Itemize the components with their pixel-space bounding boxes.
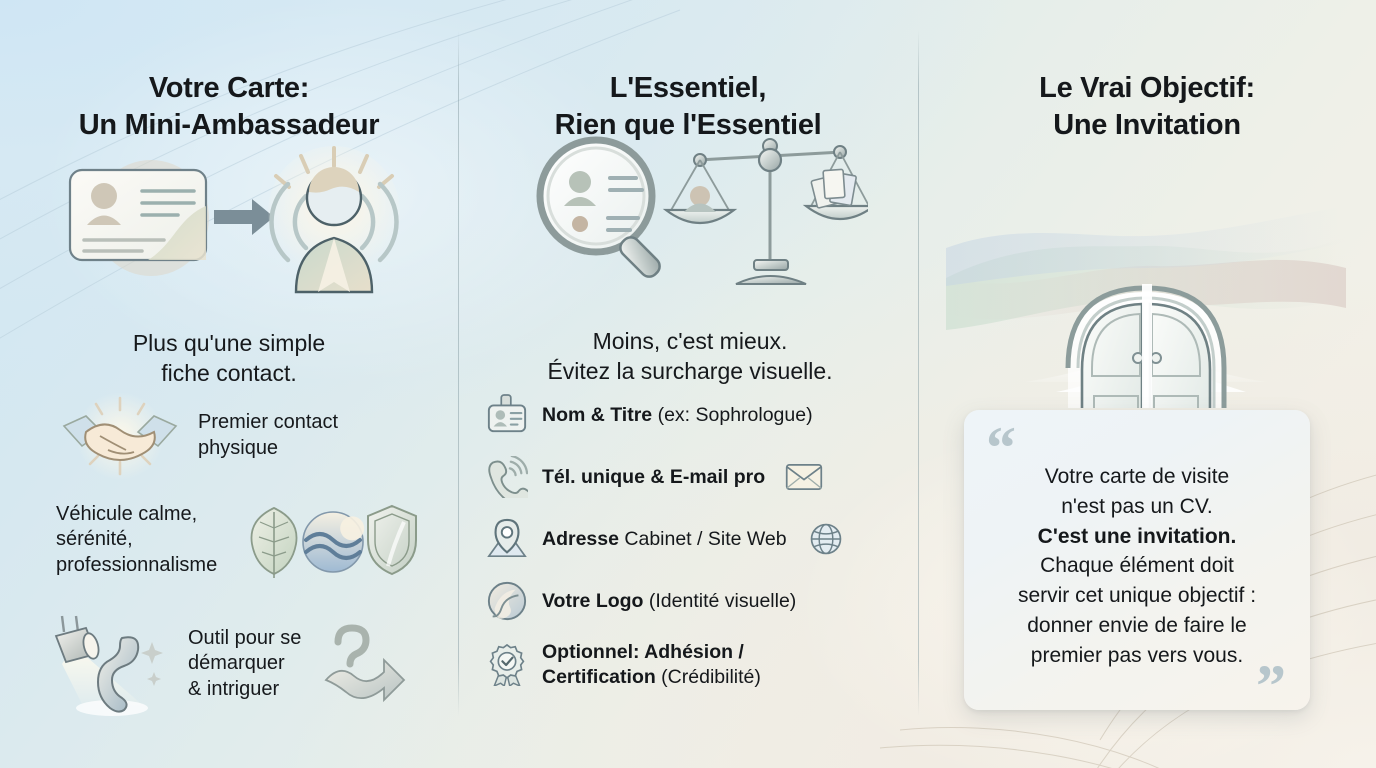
- quote-line: servir cet unique objectif :: [1017, 584, 1257, 608]
- leaf-wave-shield-icons: [250, 504, 417, 578]
- magnifier-and-balance-scale-illustration: [536, 136, 868, 285]
- list-item: Adresse Cabinet / Site Web: [486, 516, 906, 562]
- list-item: Optionnel: Adhésion / Certification (Cré…: [486, 640, 906, 689]
- handshake-icon: [62, 392, 178, 480]
- feature-row-outil-demarquer: Outil pour se démarquer & intriguer: [50, 612, 430, 716]
- list-item-text: Votre Logo (Identité visuelle): [542, 589, 796, 614]
- list-item-light: (Crédibilité): [655, 665, 761, 688]
- list-item-text: Adresse Cabinet / Site Web: [542, 527, 787, 552]
- open-doorway-with-path-illustration: [946, 206, 1346, 408]
- column-votre-carte: Votre Carte: Un Mini-Ambassadeur: [0, 0, 458, 768]
- list-item-light: (ex: Sophrologue): [652, 403, 813, 426]
- id-badge-icon: [487, 394, 527, 433]
- column-a-subtitle: Plus qu'une simple fiche contact.: [132, 330, 326, 387]
- logo-sphere-icon: [487, 581, 527, 621]
- spotlight-icon: [54, 615, 163, 716]
- quote-open-icon: “: [986, 415, 1016, 481]
- list-item-light: (Identité visuelle): [643, 589, 797, 612]
- list-item-bold: Votre Logo: [542, 589, 644, 612]
- column-divider-1: [458, 30, 459, 716]
- quote-card: “ Votre carte de visite n'est pas un CV.…: [964, 410, 1310, 716]
- quote-line: n'est pas un CV.: [1061, 494, 1213, 518]
- feature-row-vehicule-calme: Véhicule calme, sérénité, professionnali…: [56, 498, 426, 582]
- quote-close-icon: ”: [1256, 653, 1286, 719]
- map-pin-icon: [487, 518, 527, 558]
- business-card-to-ambassador-illustration: [68, 146, 400, 294]
- globe-icon: [810, 523, 841, 555]
- essentials-list: Nom & Titre (ex: Sophrologue) Tél. uniqu…: [486, 392, 906, 705]
- envelope-icon: [786, 464, 823, 490]
- quote-line: Chaque élément doit: [1040, 554, 1234, 578]
- list-item: Tél. unique & E-mail pro: [486, 454, 906, 500]
- list-item: Votre Logo (Identité visuelle): [486, 578, 906, 624]
- column-b-title: L'Essentiel, Rien que l'Essentiel: [554, 72, 822, 142]
- list-item-text: Nom & Titre (ex: Sophrologue): [542, 403, 813, 428]
- feature-label-outil-demarquer: Outil pour se démarquer & intriguer: [188, 626, 302, 700]
- list-item-text: Optionnel: Adhésion / Certification (Cré…: [542, 640, 761, 689]
- column-a-title: Votre Carte: Un Mini-Ambassadeur: [78, 72, 380, 142]
- phone-ring-icon: [488, 456, 528, 498]
- list-item-bold: Optionnel: Adhésion / Certification: [542, 641, 744, 688]
- quote-line-emphasis: C'est une invitation.: [1037, 524, 1237, 548]
- column-vrai-objectif: Le Vrai Objectif: Une Invitation: [918, 0, 1376, 768]
- column-c-title: Le Vrai Objectif: Une Invitation: [1039, 72, 1255, 142]
- column-divider-2: [918, 30, 919, 716]
- list-item-light: Cabinet / Site Web: [618, 527, 787, 550]
- quote-line: Votre carte de visite: [1044, 465, 1230, 488]
- feature-label-vehicule-calme: Véhicule calme, sérénité, professionnali…: [56, 502, 218, 576]
- feature-row-premier-contact: Premier contact physique: [56, 388, 416, 484]
- list-item-bold: Adresse: [542, 527, 619, 550]
- column-b-subtitle: Moins, c'est mieux. Évitez la surcharge …: [547, 328, 833, 385]
- quote-line: premier pas vers vous.: [1030, 643, 1244, 667]
- certificate-icon: [489, 643, 525, 686]
- quote-text: Votre carte de visite n'est pas un CV. C…: [978, 462, 1296, 671]
- list-item-bold: Nom & Titre: [542, 403, 653, 426]
- question-arrow-icon: [324, 624, 406, 703]
- list-item: Nom & Titre (ex: Sophrologue): [486, 392, 906, 438]
- list-item-bold: Tél. unique & E-mail pro: [542, 465, 766, 488]
- quote-line: donner envie de faire le: [1027, 614, 1247, 638]
- feature-label-premier-contact: Premier contact physique: [198, 411, 339, 459]
- list-item-text: Tél. unique & E-mail pro: [542, 465, 765, 490]
- column-lessentiel: L'Essentiel, Rien que l'Essentiel: [458, 0, 918, 768]
